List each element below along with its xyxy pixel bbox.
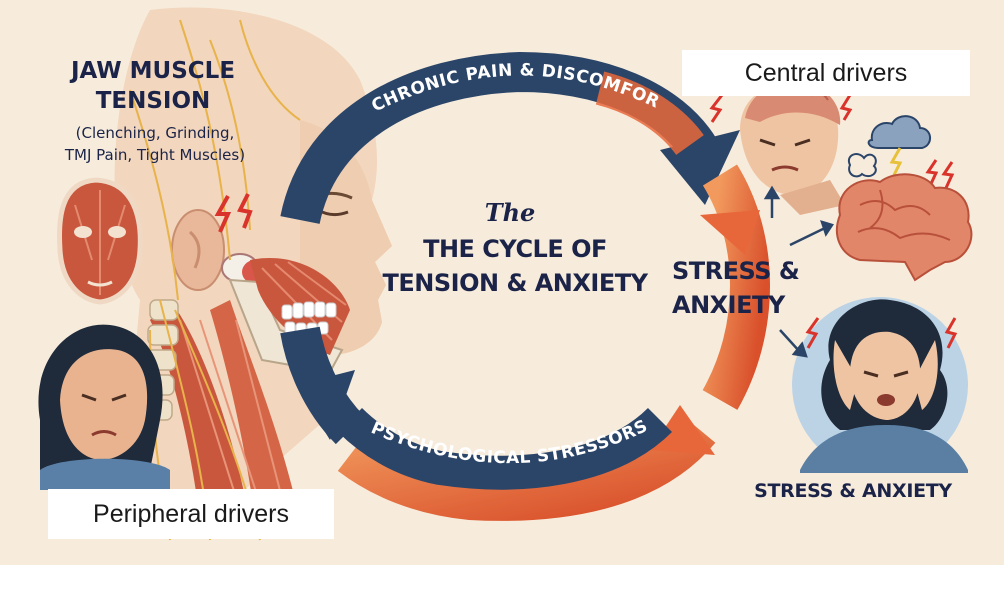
- peripheral-drivers-label: Peripheral drivers: [48, 489, 334, 539]
- woman-head-in-hands-illustration: [792, 297, 968, 473]
- jaw-muscle-tension-subtitle: (Clenching, Grinding, TMJ Pain, Tight Mu…: [30, 122, 280, 166]
- stress-mid-line2: ANXIETY: [672, 291, 785, 319]
- jaw-title-line2: TENSION: [95, 88, 211, 114]
- woman-pain-illustration: [38, 324, 170, 490]
- storm-cloud-illustration: [847, 115, 955, 189]
- center-title: THE CYCLE OF TENSION & ANXIETY: [370, 232, 660, 300]
- jaw-subtitle-line2: TMJ Pain, Tight Muscles): [64, 146, 246, 164]
- stress-anxiety-bottom-label: STRESS & ANXIETY: [754, 480, 952, 502]
- stress-mid-line1: STRESS &: [672, 257, 800, 285]
- brain-illustration: [835, 173, 973, 282]
- jaw-subtitle-line1: (Clenching, Grinding,: [75, 124, 235, 142]
- stress-anxiety-center-label: STRESS & ANXIETY: [672, 254, 822, 322]
- jaw-title-line1: JAW MUSCLE: [70, 58, 236, 84]
- center-title-line1: THE CYCLE OF: [423, 235, 607, 263]
- connector-arrows: [763, 185, 834, 358]
- central-drivers-label: Central drivers: [682, 50, 970, 96]
- jaw-muscle-tension-title: JAW MUSCLE TENSION: [38, 56, 268, 116]
- muscle-face-illustration: [56, 177, 143, 305]
- center-title-line2: TENSION & ANXIETY: [382, 269, 648, 297]
- center-title-the: The: [484, 198, 536, 227]
